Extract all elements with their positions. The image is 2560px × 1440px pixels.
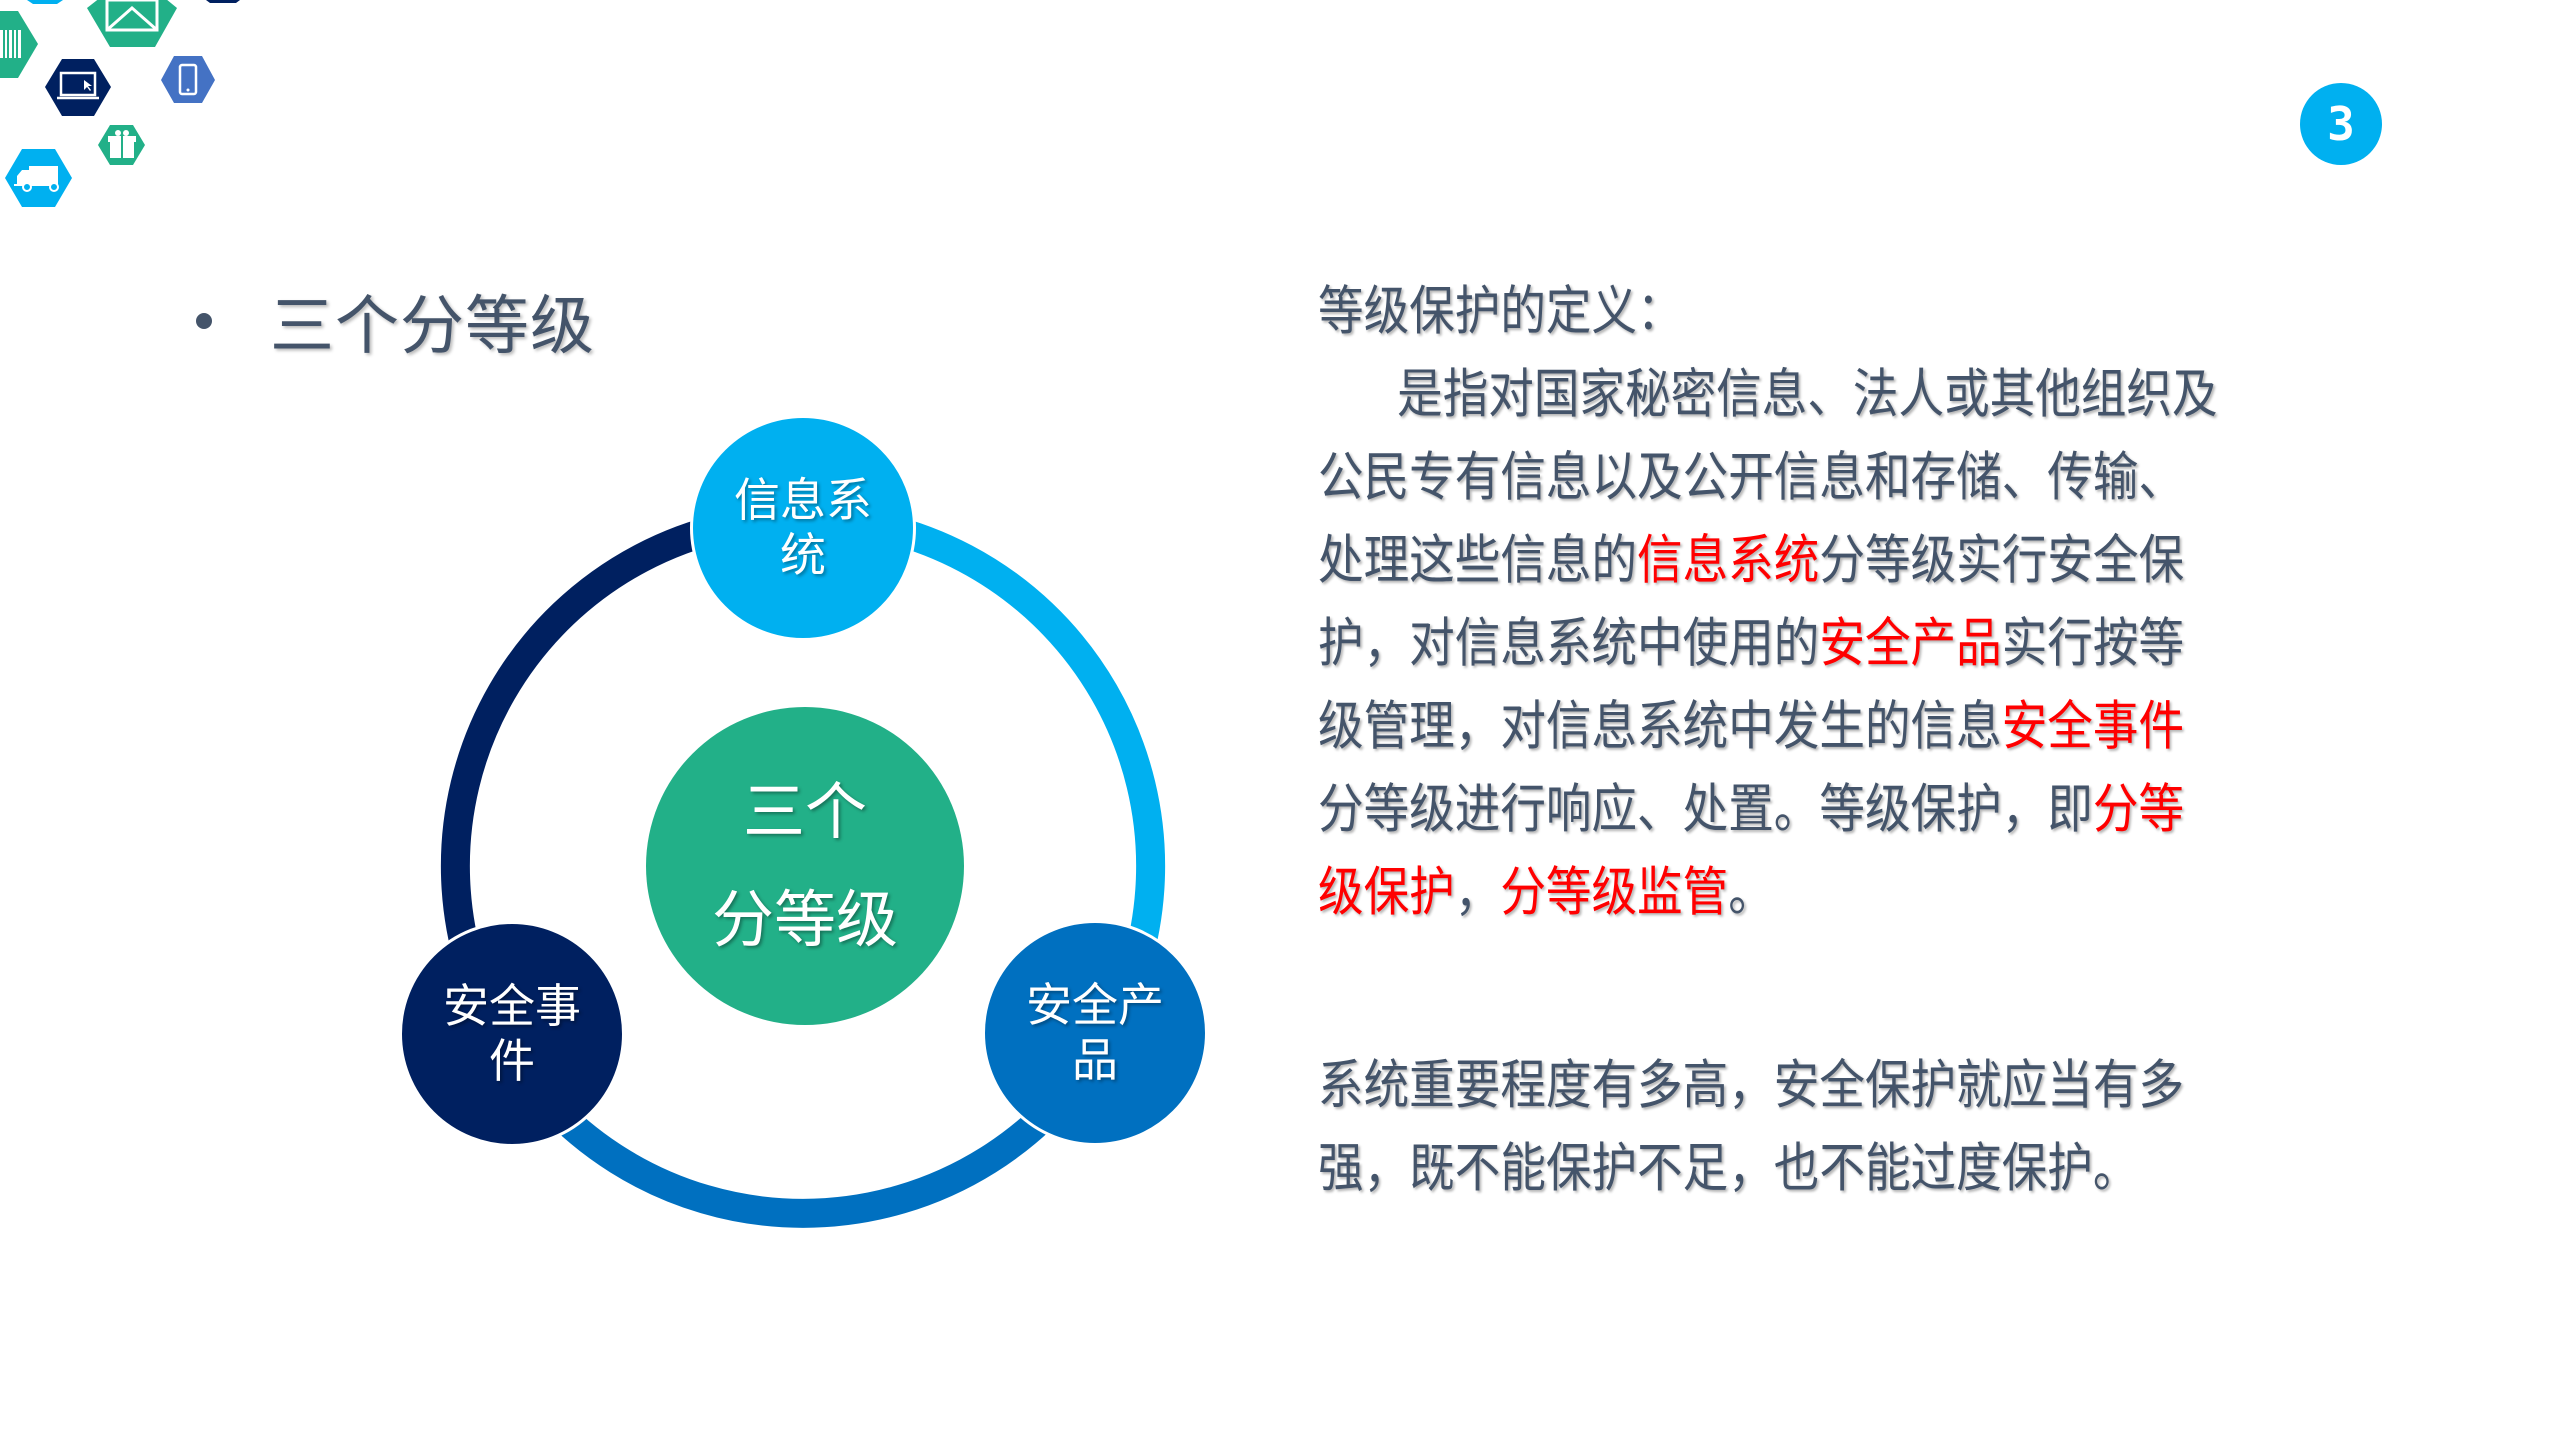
definition-line: 处理这些信息的信息系统分等级实行安全保: [1318, 519, 2264, 602]
text-segment: 级管理，对信息系统中发生的信息: [1318, 696, 2002, 757]
highlighted-term: 级保护: [1318, 862, 1455, 923]
slide-heading: 三个分等级: [196, 276, 595, 366]
node-center-three-levels: 三个 分等级: [646, 707, 964, 1025]
highlighted-term: 分等: [2092, 779, 2185, 840]
definition-line: 级管理，对信息系统中发生的信息安全事件: [1318, 685, 2264, 768]
principle-line: 强，既不能保护不足，也不能过度保护。: [1318, 1138, 2139, 1199]
node-security-product: 安全产 品: [982, 920, 1208, 1146]
heading-text: 三个分等级: [270, 290, 595, 364]
smartphone-icon: [161, 56, 215, 103]
definition-line: 护，对信息系统中使用的安全产品实行按等: [1318, 602, 2264, 685]
three-levels-cycle-diagram: 信息系 统 安全产 品 安全事 件 三个 分等级: [380, 400, 1240, 1250]
highlighted-term: 安全事件: [2001, 696, 2185, 757]
highlighted-term: 信息系统: [1637, 530, 1820, 591]
text-segment: ，: [1454, 862, 1501, 923]
node-information-system: 信息系 统: [690, 415, 916, 641]
definition-line: 级保护，分等级监管。: [1318, 851, 2264, 934]
definition-paragraph: 是指对国家秘密信息、法人或其他组织及公民专有信息以及公开信息和存储、传输、处理这…: [1318, 353, 2418, 934]
highlighted-term: 安全产品: [1819, 613, 2002, 674]
gift-icon: [98, 125, 145, 165]
page-number-badge: 3: [2300, 83, 2382, 165]
text-segment: 护，对信息系统中使用的: [1318, 613, 1820, 674]
text-segment: 是指对国家秘密信息、法人或其他组织及: [1397, 364, 2218, 425]
page-number: 3: [2327, 97, 2355, 151]
text-segment: 分等级实行安全保: [1819, 530, 2185, 591]
definition-label: 等级保护的定义：: [1318, 281, 1683, 342]
text-segment: 分等级进行响应、处置。等级保护，即: [1318, 779, 2093, 840]
bullet-icon: [196, 313, 212, 329]
text-segment: 公民专有信息以及公开信息和存储、传输、: [1318, 447, 2185, 508]
barcode-icon: [0, 11, 38, 78]
definition-text-block: 等级保护的定义： 是指对国家秘密信息、法人或其他组织及公民专有信息以及公开信息和…: [1318, 270, 2418, 1210]
laptop-icon: [45, 59, 111, 116]
text-segment: 。: [1728, 862, 1774, 923]
truck-icon: [5, 149, 72, 207]
text-segment: 实行按等: [2001, 613, 2185, 674]
highlighted-term: 分等级监管: [1500, 862, 1729, 923]
definition-line: 是指对国家秘密信息、法人或其他组织及: [1318, 353, 2264, 436]
envelope-icon: [87, 0, 177, 47]
hexagon-icon-cluster: [0, 0, 240, 207]
principle-line: 系统重要程度有多高，安全保护就应当有多: [1318, 1055, 2185, 1116]
definition-line: 分等级进行响应、处置。等级保护，即分等: [1318, 768, 2264, 851]
definition-line: 公民专有信息以及公开信息和存储、传输、: [1318, 436, 2264, 519]
principle-paragraph: 系统重要程度有多高，安全保护就应当有多 强，既不能保护不足，也不能过度保护。: [1318, 1044, 2418, 1210]
node-security-incident: 安全事 件: [399, 921, 625, 1147]
text-segment: 处理这些信息的: [1318, 530, 1638, 591]
